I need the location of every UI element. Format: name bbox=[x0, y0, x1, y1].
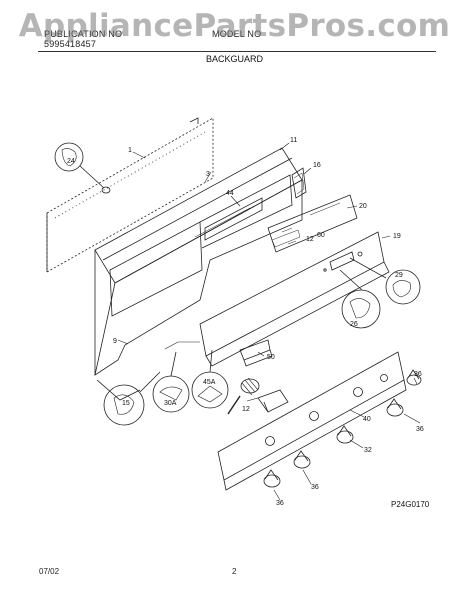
publication-label: PUBLICATION NO bbox=[44, 29, 123, 39]
detail-circle-26 bbox=[339, 269, 381, 329]
header-rule bbox=[38, 51, 436, 52]
footer-date: 07/02 bbox=[39, 567, 60, 576]
knob-center bbox=[336, 425, 354, 444]
callout-36-right: 36 bbox=[416, 426, 424, 433]
front-control-panel bbox=[199, 231, 390, 367]
detail-circle-24 bbox=[54, 142, 111, 194]
leader-lines bbox=[117, 142, 421, 501]
knob-right bbox=[386, 398, 404, 417]
section-title: BACKGUARD bbox=[205, 54, 263, 64]
callout-32: 32 bbox=[364, 447, 372, 454]
callout-11: 11 bbox=[290, 137, 297, 144]
callout-24: 24 bbox=[67, 158, 75, 165]
switch-assembly bbox=[227, 377, 289, 415]
footer-page: 2 bbox=[232, 567, 237, 576]
bracket bbox=[239, 339, 273, 367]
callout-36-top-right: 36 bbox=[414, 371, 422, 378]
callout-36-left: 36 bbox=[276, 500, 284, 507]
callout-60: 60 bbox=[317, 232, 325, 239]
callout-19: 19 bbox=[393, 233, 401, 240]
callout-40: 40 bbox=[363, 416, 371, 423]
console-panel bbox=[94, 147, 303, 401]
rear-panel bbox=[46, 117, 214, 273]
publication-number: 5995418457 bbox=[44, 39, 97, 49]
detail-circle-15 bbox=[103, 371, 161, 426]
model-label: MODEL NO bbox=[212, 29, 262, 39]
knob-right-top bbox=[406, 369, 422, 386]
callout-29: 29 bbox=[395, 272, 403, 279]
callout-44: 44 bbox=[226, 190, 234, 197]
knob-left-bottom bbox=[263, 469, 281, 488]
callout-16: 16 bbox=[313, 162, 321, 169]
diagram-code: P24G0170 bbox=[391, 500, 430, 509]
callout-15: 15 bbox=[122, 400, 130, 407]
callout-12-board: 12 bbox=[306, 236, 314, 243]
control-board bbox=[267, 194, 358, 253]
callout-36-center: 36 bbox=[311, 484, 319, 491]
callout-3: 3 bbox=[206, 171, 210, 178]
callout-30a: 30A bbox=[164, 400, 177, 407]
detail-circle-45a bbox=[191, 349, 229, 409]
callout-9: 9 bbox=[113, 338, 117, 345]
callout-20: 20 bbox=[359, 203, 367, 210]
detail-circle-29 bbox=[349, 257, 421, 305]
callout-1: 1 bbox=[128, 147, 132, 154]
callout-12: 12 bbox=[242, 406, 250, 413]
knob-center-bottom bbox=[293, 450, 311, 469]
display-window bbox=[291, 167, 307, 199]
callout-50: 50 bbox=[267, 354, 275, 361]
manifold-panel bbox=[217, 351, 407, 491]
callout-26: 26 bbox=[350, 321, 358, 328]
watermark-text: AppliancePartsPros.com bbox=[18, 8, 451, 44]
callout-45a: 45A bbox=[203, 379, 216, 386]
detail-circle-30a bbox=[152, 351, 190, 413]
